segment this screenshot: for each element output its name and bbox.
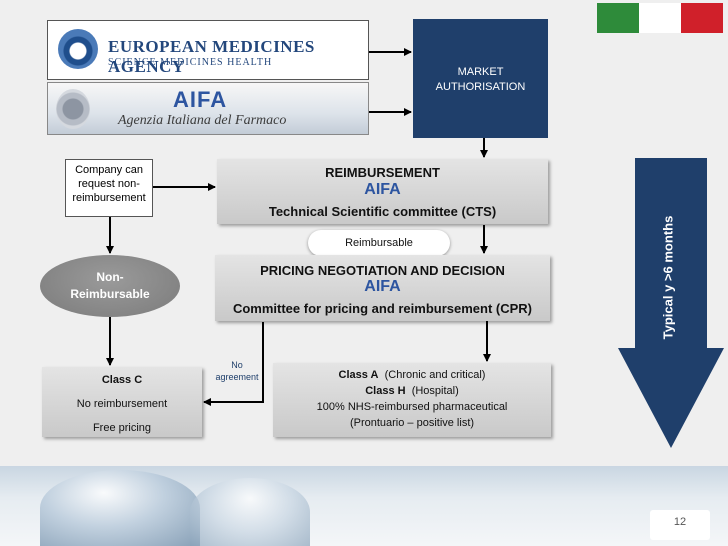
market-authorisation-box: MARKET AUTHORISATION xyxy=(413,19,548,138)
no-agreement-line2: agreement xyxy=(215,372,259,382)
page-number: 12 xyxy=(673,516,687,528)
reimbursable-pill: Reimbursable xyxy=(308,230,450,256)
reimbursement-box: REIMBURSEMENT AIFA Technical Scientific … xyxy=(217,159,548,224)
class-c-line2: Free pricing xyxy=(92,422,152,434)
reimbursement-aifa-logo: AIFA xyxy=(364,181,401,198)
non-reimbursable-ellipse: Non- Reimbursable xyxy=(40,255,180,317)
class-a-desc: (Chronic and critical) xyxy=(384,369,486,381)
class-h-line: Class H (Hospital) xyxy=(273,383,551,399)
pricing-aifa-logo: AIFA xyxy=(364,278,401,295)
ema-logo-subtitle: SCIENCE MEDICINES HEALTH xyxy=(108,57,273,68)
flag-stripe-green xyxy=(597,3,639,33)
no-agreement-label: No agreement xyxy=(209,359,265,383)
reimbursement-committee: Technical Scientific committee (CTS) xyxy=(268,204,497,219)
ema-logo: EUROPEAN MEDICINES AGENCY SCIENCE MEDICI… xyxy=(47,20,369,80)
ema-emblem-icon xyxy=(58,29,98,69)
decorative-glass-image-2 xyxy=(190,478,310,546)
class-a-line4: (Prontuario – positive list) xyxy=(349,417,475,429)
reimbursement-title: REIMBURSEMENT xyxy=(325,165,440,180)
no-agreement-line1: No xyxy=(231,360,243,370)
page-number-box xyxy=(650,510,710,540)
class-c-line1: No reimbursement xyxy=(76,398,168,410)
italian-flag xyxy=(597,3,723,33)
class-c-title: Class C xyxy=(101,374,143,386)
class-a-line: Class A (Chronic and critical) xyxy=(273,367,551,383)
class-h-desc: (Hospital) xyxy=(411,385,459,397)
timeline-arrow xyxy=(618,158,724,448)
ema-logo-title: EUROPEAN MEDICINES AGENCY xyxy=(108,37,315,76)
decorative-glass-image xyxy=(40,470,200,546)
class-a-h-box: Class A (Chronic and critical) Class H (… xyxy=(273,363,551,437)
pricing-box: PRICING NEGOTIATION AND DECISION AIFA Co… xyxy=(215,255,550,321)
flag-stripe-white xyxy=(639,3,681,33)
italian-seal-icon xyxy=(56,89,90,129)
timeline-arrow-shape xyxy=(618,158,724,448)
flag-stripe-red xyxy=(681,3,723,33)
aifa-logo: AIFA Agenzia Italiana del Farmaco xyxy=(47,82,369,135)
arrow-pricing-to-class-c xyxy=(203,322,264,406)
non-reimbursable-line1: Non- xyxy=(96,270,124,284)
pricing-committee: Committee for pricing and reimbursement … xyxy=(232,301,533,316)
class-h-label: Class H xyxy=(365,385,406,397)
company-request-box: Company can request non-reimbursement xyxy=(65,159,153,217)
class-c-box: Class C No reimbursement Free pricing xyxy=(42,367,202,437)
class-a-label: Class A xyxy=(338,369,379,381)
aifa-logo-subtitle: Agenzia Italiana del Farmaco xyxy=(118,113,287,128)
class-a-line3: 100% NHS-reimbursed pharmaceutical xyxy=(316,401,508,413)
timeline-label: Typical y >6 months xyxy=(660,215,676,340)
pricing-title: PRICING NEGOTIATION AND DECISION xyxy=(260,263,505,278)
non-reimbursable-line2: Reimbursable xyxy=(70,287,150,301)
aifa-logo-mark: AIFA xyxy=(173,87,228,112)
